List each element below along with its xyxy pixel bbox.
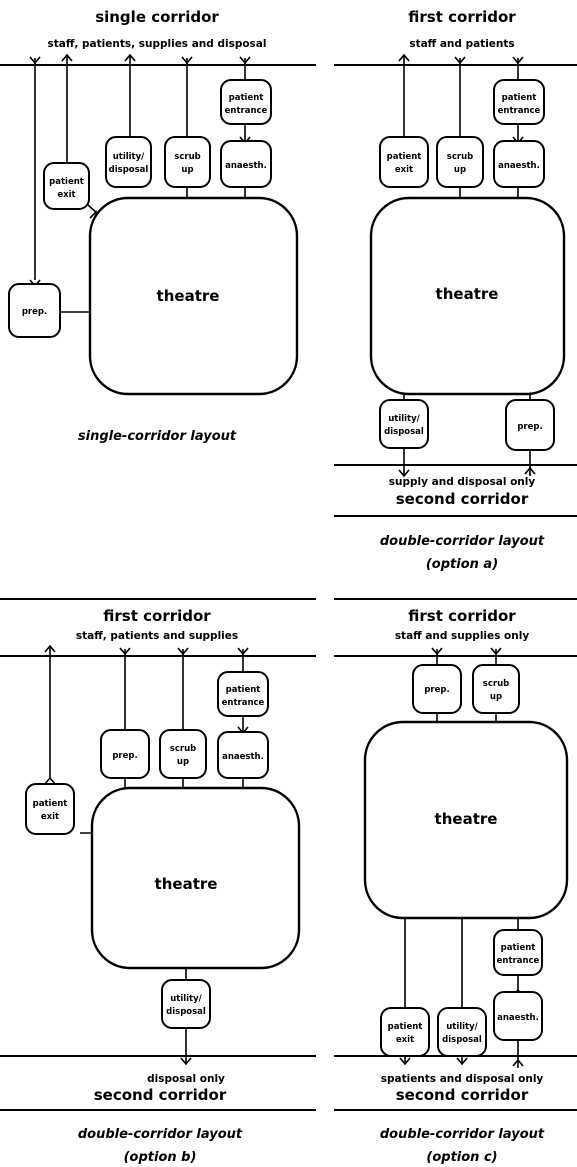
room-patient-exit: patient exit: [380, 1007, 430, 1057]
layout-caption: single-corridor layout: [78, 429, 237, 444]
panel-double-corridor-c: first corridor staff and supplies only: [334, 598, 577, 1165]
svg-text:scrub: scrub: [174, 152, 200, 162]
svg-text:scrub: scrub: [170, 744, 196, 754]
svg-text:up: up: [181, 165, 193, 175]
theatre-label: theatre: [436, 285, 499, 303]
first-corridor-subtitle: staff and patients: [409, 38, 514, 50]
second-corridor-subtitle: spatients and disposal only: [381, 1073, 544, 1085]
layout-option: (option c): [426, 1150, 497, 1165]
svg-text:entrance: entrance: [497, 956, 540, 966]
svg-text:entrance: entrance: [222, 698, 265, 708]
room-anaesth: anaesth.: [217, 731, 269, 779]
svg-text:exit: exit: [57, 190, 75, 200]
svg-text:prep.: prep.: [112, 751, 137, 761]
svg-text:patient: patient: [33, 799, 68, 809]
room-scrub-up: scrub up: [472, 664, 520, 714]
room-prep: prep.: [505, 399, 555, 451]
svg-text:patient: patient: [502, 93, 537, 103]
first-corridor-title: first corridor: [103, 607, 211, 625]
svg-text:entrance: entrance: [225, 106, 268, 116]
second-corridor-subtitle: disposal only: [147, 1073, 225, 1085]
room-anaesth: anaesth.: [493, 140, 545, 188]
room-patient-entrance: patient entrance: [493, 79, 545, 125]
room-patient-exit: patient exit: [25, 783, 75, 835]
corridor-subtitle: staff, patients, supplies and disposal: [48, 38, 267, 50]
svg-text:disposal: disposal: [442, 1035, 482, 1045]
layout-caption: double-corridor layout: [380, 534, 545, 549]
room-scrub-up: scrub up: [164, 136, 211, 188]
room-prep: prep.: [100, 729, 150, 779]
room-prep: prep.: [412, 664, 462, 714]
svg-text:scrub: scrub: [447, 152, 473, 162]
panel-double-corridor-b: first corridor staff, patients and suppl…: [0, 598, 316, 1165]
theatre-room: [363, 720, 569, 920]
theatre-room: [88, 196, 299, 396]
first-corridor-title: first corridor: [408, 8, 516, 26]
svg-text:utility/: utility/: [446, 1022, 478, 1032]
svg-text:prep.: prep.: [517, 422, 542, 432]
theatre-label: theatre: [435, 810, 498, 828]
panel-double-corridor-a: first corridor staff and patients: [334, 8, 577, 572]
room-anaesth: anaesth.: [493, 991, 543, 1041]
room-patient-exit: patient exit: [379, 136, 429, 188]
svg-text:anaesth.: anaesth.: [498, 161, 540, 171]
room-utility-disposal: utility/ disposal: [105, 136, 152, 188]
svg-text:scrub: scrub: [483, 679, 509, 689]
svg-text:anaesth.: anaesth.: [225, 161, 267, 171]
svg-text:up: up: [490, 692, 502, 702]
svg-text:prep.: prep.: [424, 685, 449, 695]
svg-text:patient: patient: [49, 177, 84, 187]
svg-text:exit: exit: [395, 165, 413, 175]
layout-option: (option a): [426, 557, 498, 572]
svg-text:patient: patient: [229, 93, 264, 103]
second-corridor-title: second corridor: [94, 1086, 227, 1104]
room-scrub-up: scrub up: [159, 729, 207, 779]
svg-text:patient: patient: [387, 152, 422, 162]
theatre-room: [369, 196, 566, 396]
theatre-room: [90, 786, 301, 970]
svg-text:entrance: entrance: [498, 106, 541, 116]
theatre-label: theatre: [155, 875, 218, 893]
first-corridor-subtitle: staff and supplies only: [395, 630, 530, 642]
room-utility-disposal: utility/ disposal: [437, 1007, 487, 1057]
second-corridor-subtitle: supply and disposal only: [389, 476, 536, 488]
room-anaesth: anaesth.: [220, 140, 272, 188]
room-patient-entrance: patient entrance: [220, 79, 272, 125]
corridor-title: single corridor: [95, 8, 219, 26]
room-prep: prep.: [8, 283, 61, 338]
room-scrub-up: scrub up: [436, 136, 484, 188]
svg-text:patient: patient: [226, 685, 261, 695]
svg-text:patient: patient: [388, 1022, 423, 1032]
theatre-label: theatre: [157, 287, 220, 305]
room-utility-disposal: utility/ disposal: [379, 399, 429, 449]
svg-text:disposal: disposal: [109, 165, 149, 175]
panel-single-corridor: single corridor staff, patients, supplie…: [0, 8, 316, 444]
first-corridor-title: first corridor: [408, 607, 516, 625]
svg-text:up: up: [177, 757, 189, 767]
first-corridor-subtitle: staff, patients and supplies: [76, 630, 238, 642]
second-corridor-title: second corridor: [396, 490, 529, 508]
svg-text:utility/: utility/: [113, 152, 145, 162]
svg-text:exit: exit: [396, 1035, 414, 1045]
svg-text:up: up: [454, 165, 466, 175]
svg-text:disposal: disposal: [384, 427, 424, 437]
svg-text:anaesth.: anaesth.: [497, 1013, 539, 1023]
room-patient-entrance: patient entrance: [493, 929, 543, 976]
layout-option: (option b): [124, 1150, 197, 1165]
room-patient-exit: patient exit: [43, 162, 90, 210]
second-corridor-title: second corridor: [396, 1086, 529, 1104]
svg-text:exit: exit: [41, 812, 59, 822]
layout-caption: double-corridor layout: [78, 1127, 243, 1142]
svg-text:patient: patient: [501, 943, 536, 953]
svg-text:utility/: utility/: [170, 994, 202, 1004]
svg-text:anaesth.: anaesth.: [222, 752, 264, 762]
svg-text:disposal: disposal: [166, 1007, 206, 1017]
layout-caption: double-corridor layout: [380, 1127, 545, 1142]
room-utility-disposal: utility/ disposal: [161, 979, 211, 1029]
svg-text:utility/: utility/: [388, 414, 420, 424]
svg-text:prep.: prep.: [22, 307, 47, 317]
room-patient-entrance: patient entrance: [217, 671, 269, 717]
